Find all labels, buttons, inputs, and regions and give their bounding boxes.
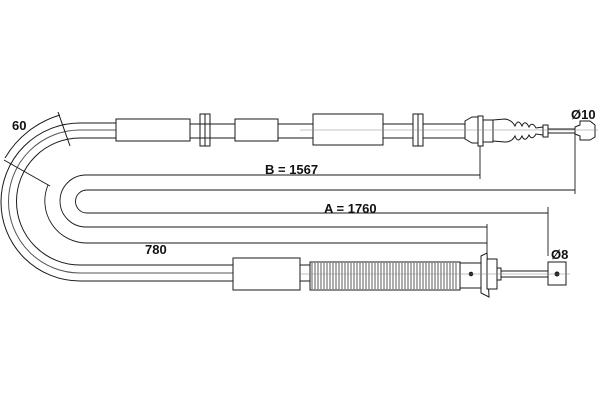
- dimension-b-label: B = 1567: [265, 162, 319, 177]
- dimension-a-label: A = 1760: [324, 201, 377, 216]
- dimension-lines: [44, 120, 576, 262]
- dimension-780-line: [44, 184, 487, 244]
- end-nipple-top: [574, 120, 596, 141]
- grommet-ring: [199, 113, 206, 147]
- dimension-overall-line: [75, 189, 575, 214]
- angle-marker: [3, 111, 71, 187]
- rubber-boot: [492, 118, 544, 143]
- bellows-boot: [309, 261, 461, 291]
- diameter-top-label: Ø10: [571, 107, 596, 122]
- dimension-b-line: [59, 174, 487, 228]
- bottom-fittings: [232, 252, 570, 298]
- sleeve: [232, 257, 301, 291]
- cable-sheath: [0, 122, 233, 282]
- angle-label: 60: [12, 118, 27, 133]
- grommet-ring: [204, 113, 211, 147]
- top-fittings: [115, 113, 598, 147]
- sleeve: [234, 118, 279, 142]
- sleeve: [312, 113, 384, 146]
- dimension-780-label: 780: [145, 242, 167, 257]
- diameter-bottom-label: Ø8: [551, 247, 569, 262]
- sleeve: [115, 118, 191, 142]
